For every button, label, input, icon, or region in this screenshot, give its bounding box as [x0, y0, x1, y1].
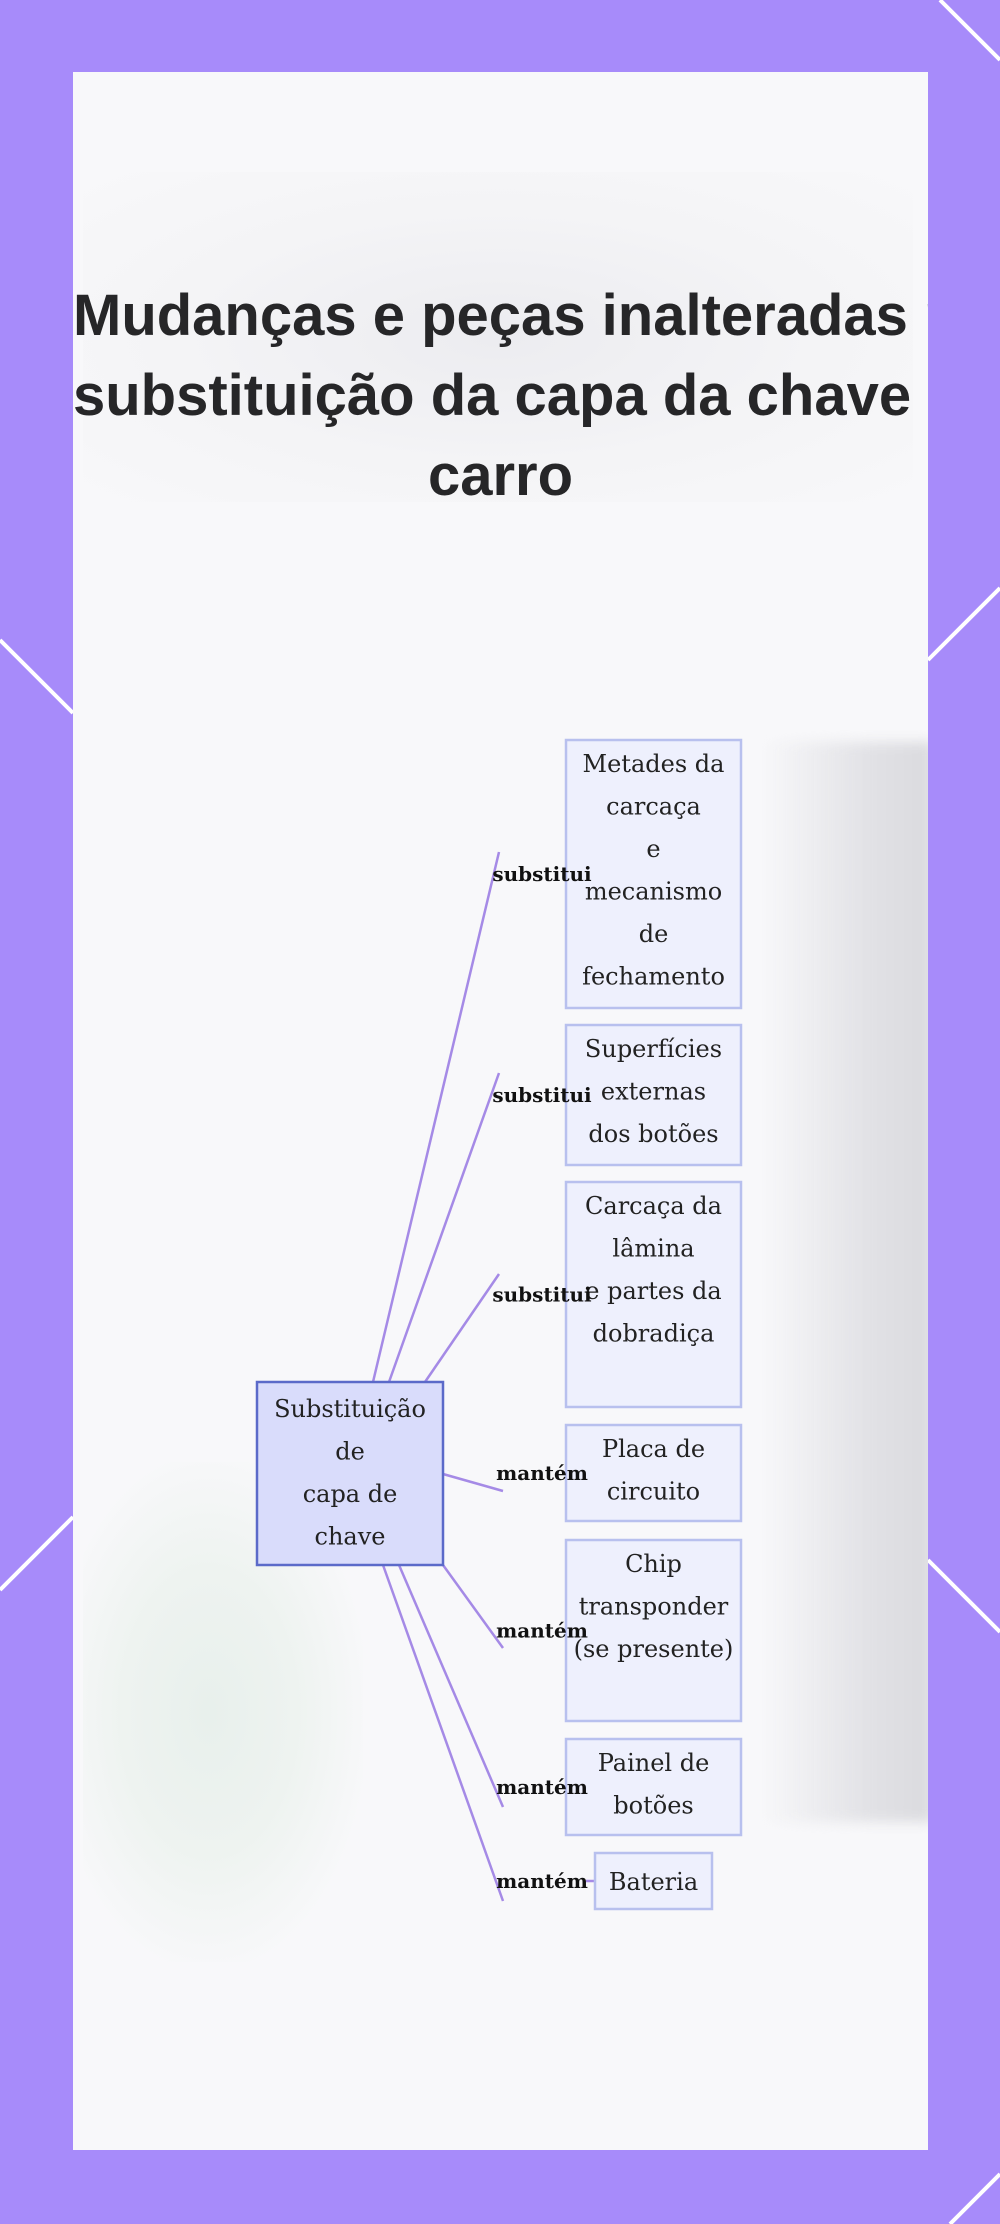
child-node-box	[564, 1180, 743, 1409]
edge-line	[387, 1072, 501, 1383]
relation-label: mantém	[496, 1869, 588, 1893]
child-node-text: fechamento	[582, 963, 725, 991]
title-line-1: Mudanças e peças inalteradas na	[73, 283, 928, 348]
relation-label: mantém	[496, 1775, 588, 1799]
root-node-text: Substituição	[274, 1395, 426, 1423]
background-blur-top	[83, 172, 913, 502]
child-node-text: Metades da	[583, 750, 725, 778]
child-node-text: circuito	[607, 1478, 700, 1506]
child-node-box	[564, 738, 743, 1010]
root-node-box	[255, 1380, 445, 1567]
child-node-box	[564, 1423, 743, 1523]
relation-label: substitui	[492, 862, 592, 886]
root-node-text: chave	[315, 1523, 386, 1551]
edges	[371, 851, 595, 1902]
infographic-card: Mudanças e peças inalteradas na substitu…	[73, 72, 928, 2150]
page-title: Mudanças e peças inalteradas na substitu…	[73, 276, 928, 516]
edge-line	[442, 1472, 504, 1493]
relation-label: mantém	[496, 1461, 588, 1485]
edge-line	[441, 1564, 505, 1649]
relation-label: mantém	[496, 1619, 588, 1643]
child-node-text: Carcaça da	[585, 1192, 722, 1220]
child-node-text: dos botões	[588, 1120, 718, 1148]
child-node-text: Superfícies	[585, 1035, 722, 1063]
background-blur-right	[763, 742, 928, 1822]
child-node-box	[593, 1851, 714, 1911]
relation-label: substitui	[492, 1083, 592, 1107]
child-node-text: dobradiça	[593, 1320, 715, 1348]
child-node-text: Bateria	[609, 1868, 698, 1896]
child-node-text: e partes da	[585, 1277, 721, 1305]
child-node-text: de	[639, 920, 669, 948]
relation-label: substitui	[492, 1283, 592, 1307]
child-node-text: (se presente)	[574, 1635, 734, 1663]
child-node-text: mecanismo	[585, 878, 722, 906]
child-node-box	[564, 1023, 743, 1167]
edge-line	[423, 1273, 501, 1383]
child-node-text: externas	[601, 1078, 706, 1106]
child-node-text: e	[646, 835, 660, 863]
child-node-text: transponder	[579, 1593, 729, 1621]
title-line-2: substituição da capa da chave do	[73, 363, 928, 428]
edge-line	[371, 851, 501, 1383]
root-node-text: capa de	[303, 1480, 398, 1508]
child-node-box	[564, 1538, 743, 1723]
child-node-text: carcaça	[606, 793, 701, 821]
child-node-text: Placa de	[602, 1435, 705, 1463]
edge-line	[381, 1564, 505, 1902]
title-line-3: carro	[427, 443, 574, 508]
child-node-text: Painel de	[598, 1749, 710, 1777]
root-node-text: de	[335, 1438, 365, 1466]
mind-map-diagram: Metades da carcaça e mecanismo de fechamento s…	[255, 738, 743, 1911]
child-node-box	[564, 1737, 743, 1837]
child-node-text: lâmina	[612, 1235, 694, 1263]
edge-line	[397, 1564, 505, 1808]
child-node-text: Chip	[625, 1550, 682, 1578]
child-node-text: botões	[613, 1792, 693, 1820]
